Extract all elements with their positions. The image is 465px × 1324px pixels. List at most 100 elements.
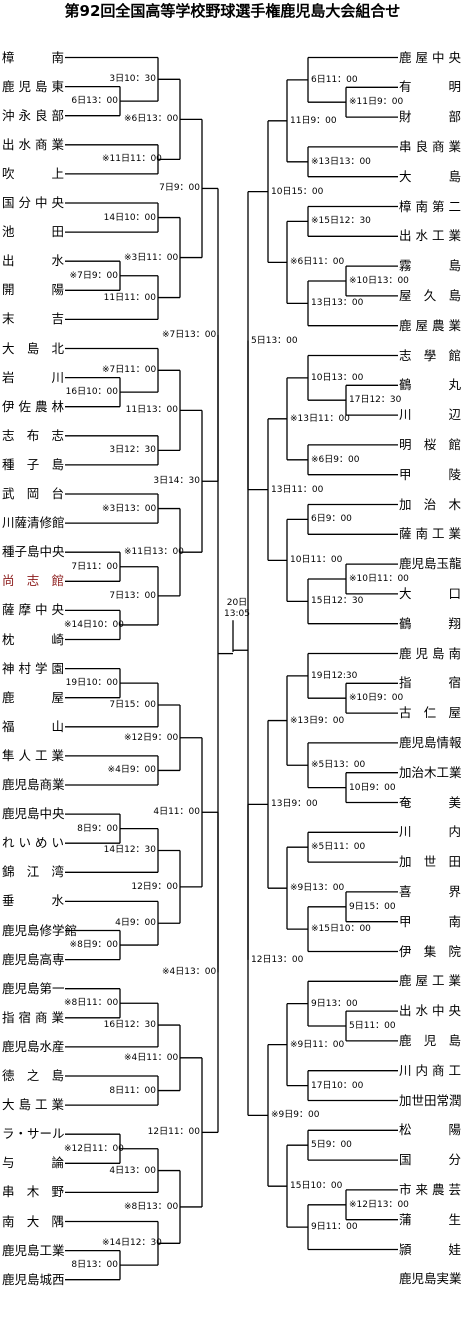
right-match-label-19: ※10日9：00	[349, 693, 404, 704]
right-match-label-18: 5日13：00	[251, 335, 298, 346]
left-match-label-26: ※8日9：00	[69, 940, 118, 951]
left-match-label-10: ※7日11：00	[102, 365, 157, 376]
left-match-label-28: 12日9：00	[131, 881, 178, 892]
right-match-label-15: 15日12：30	[311, 596, 364, 607]
team-right-4: 大島	[399, 168, 461, 184]
right-match-label-31: 17日10：00	[311, 1080, 364, 1091]
team-left-29: 垂水	[2, 893, 64, 909]
team-right-3: 串良商業	[399, 138, 461, 154]
left-match-label-39: 12日11：00	[147, 1127, 200, 1138]
right-match-label-23: ※13日9：00	[290, 715, 345, 726]
team-left-30: 鹿児島修学館	[2, 922, 78, 938]
right-match-label-9: 17日12：30	[349, 395, 402, 406]
team-right-5: 樟南第二	[399, 198, 461, 214]
left-match-label-30: ※8日11：00	[64, 998, 119, 1009]
right-match-label-26: ※15日10：00	[311, 924, 371, 935]
team-right-22: 古仁屋	[399, 705, 461, 721]
right-match-label-13: 6日9：00	[311, 514, 352, 525]
team-left-14: 種子島	[2, 456, 64, 472]
team-left-41: 鹿児島工業	[2, 1242, 65, 1258]
team-left-26: 鹿児島中央	[2, 806, 65, 822]
team-right-27: 加世田	[399, 854, 461, 870]
team-right-32: 出水中央	[399, 1003, 461, 1019]
right-match-label-30: 9日13：00	[311, 998, 358, 1009]
team-left-3: 出水商業	[2, 136, 64, 152]
team-right-8: 屋久島	[399, 287, 461, 303]
team-left-28: 錦江湾	[2, 864, 64, 880]
team-right-6: 出水工業	[399, 228, 461, 244]
left-match-label-3: ※6日13：00	[124, 114, 179, 125]
right-match-label-8: 10日15：00	[271, 186, 324, 197]
team-right-37: 国分	[399, 1152, 461, 1168]
team-right-7: 霧島	[399, 258, 461, 274]
left-match-label-36: 8日13：00	[71, 1260, 118, 1271]
team-right-15: 加治木	[399, 496, 461, 512]
left-match-label-32: 8日11：00	[109, 1085, 156, 1096]
right-match-label-11: ※6日9：00	[311, 454, 360, 465]
team-right-11: 鶴丸	[399, 377, 461, 393]
right-match-label-22: ※5日13：00	[311, 760, 366, 771]
left-match-label-2: ※11日11：00	[102, 154, 162, 165]
left-match-label-17: ※11日13：00	[124, 547, 184, 558]
left-match-label-6: 11日11：00	[103, 292, 156, 303]
team-left-0: 樟南	[2, 49, 64, 65]
team-right-25: 奄美	[399, 794, 461, 810]
left-match-label-4: 14日10：00	[103, 212, 156, 223]
team-right-33: 鹿児島	[399, 1032, 461, 1048]
left-match-label-16: 7日13：00	[109, 590, 156, 601]
team-right-20: 鹿児島南	[399, 645, 461, 661]
left-match-label-24: 8日9：00	[77, 823, 118, 834]
right-match-label-38: 12日13：00	[251, 954, 304, 965]
right-match-label-20: 19日12:30	[311, 670, 358, 681]
team-left-20: 枕崎	[2, 631, 64, 647]
right-match-label-7: ※6日11：00	[290, 257, 345, 268]
team-left-7: 出水	[2, 253, 64, 269]
left-match-label-1: 3日10：30	[109, 74, 156, 85]
left-match-label-18: 3日14：30	[153, 476, 200, 487]
left-match-label-15: ※14日10：00	[64, 619, 124, 630]
team-left-37: ラ・サール	[2, 1126, 65, 1142]
team-left-13: 志布志	[2, 427, 64, 443]
left-match-label-37: ※14日12：30	[102, 1238, 162, 1249]
team-right-39: 蒲生	[399, 1211, 461, 1227]
team-left-6: 池田	[2, 224, 64, 240]
right-match-label-24: ※5日11：00	[311, 842, 366, 853]
team-right-9: 鹿屋農業	[399, 317, 461, 333]
right-match-label-1: 6日11：00	[311, 74, 358, 85]
team-right-1: 有明	[399, 79, 461, 95]
right-match-label-36: 15日10：00	[290, 1181, 343, 1192]
team-left-4: 吹上	[2, 165, 64, 181]
team-left-35: 徳之島	[2, 1068, 64, 1083]
right-match-label-5: ※10日13：00	[349, 276, 409, 286]
left-match-label-8: 7日9：00	[159, 183, 200, 194]
team-left-10: 大島北	[2, 340, 64, 356]
team-right-30: 伊集院	[399, 943, 461, 959]
team-left-23: 福山	[2, 718, 64, 734]
left-match-label-31: 16日12：30	[103, 1020, 156, 1031]
team-right-18: 大口	[399, 585, 461, 601]
left-match-label-25: 14日12：30	[103, 845, 156, 856]
team-right-17: 鹿児島玉龍	[399, 556, 462, 572]
right-match-label-37: ※9日9：00	[271, 1110, 320, 1121]
right-match-label-4: ※15日12：30	[311, 216, 371, 227]
right-match-label-35: 9日11：00	[311, 1222, 358, 1233]
team-right-12: 川辺	[399, 407, 461, 423]
team-left-39: 串木野	[2, 1184, 64, 1200]
team-right-40: 頴娃	[399, 1241, 461, 1257]
left-match-label-35: 4日13：00	[109, 1165, 156, 1176]
left-match-label-14: 7日11：00	[71, 561, 118, 572]
team-left-24: 隼人工業	[2, 747, 64, 763]
team-left-2: 沖永良部	[2, 107, 64, 123]
team-right-13: 明桜館	[399, 436, 461, 452]
left-match-label-21: 7日15：00	[109, 699, 156, 710]
team-left-34: 鹿児島水産	[2, 1038, 65, 1054]
left-match-label-9: 16日10：00	[65, 387, 118, 398]
team-left-9: 末吉	[2, 311, 64, 327]
team-right-0: 鹿屋中央	[399, 49, 461, 65]
left-match-label-27: 4日9：00	[115, 918, 156, 929]
left-match-label-7: ※3日11：00	[124, 252, 179, 263]
left-match-label-11: 3日12：30	[109, 445, 156, 456]
right-match-label-16: 10日11：00	[290, 555, 343, 566]
left-match-label-29: 4日11：00	[153, 807, 200, 818]
final-match-label: 20日 13:05	[224, 598, 250, 620]
